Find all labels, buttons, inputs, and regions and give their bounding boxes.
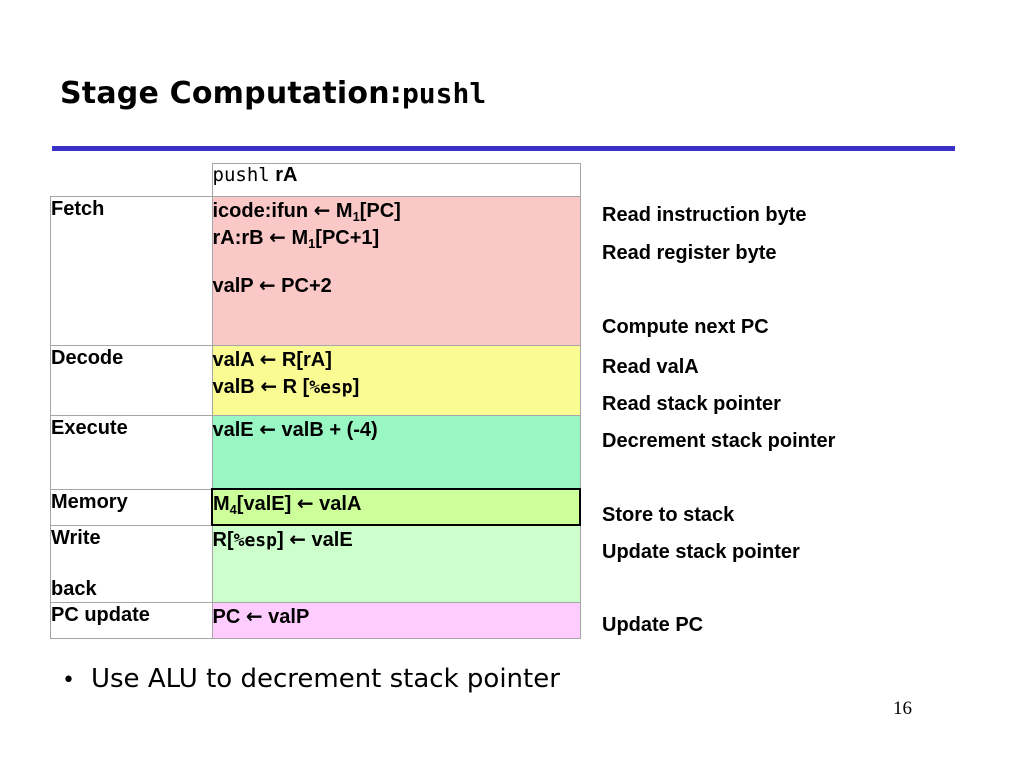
expr-line: PC ← valP xyxy=(212,604,310,629)
expr-line: icode:ifun ← M1[PC] xyxy=(212,198,401,224)
stage-label-pc-update: PC update xyxy=(50,602,213,640)
bullet-marker-icon: • xyxy=(62,668,75,693)
table-row: Execute valE ← valB + (-4) xyxy=(50,415,581,490)
stage-label-fetch: Fetch xyxy=(50,196,213,346)
stage-expr-memory: M4[valE] ← valA xyxy=(211,488,581,526)
table-row: Memory M4[valE] ← valA xyxy=(50,488,581,526)
annotation-read-instruction-byte: Read instruction byte xyxy=(602,204,807,226)
annotation-read-register-byte: Read register byte xyxy=(602,242,777,264)
stage-label-memory: Memory xyxy=(50,488,213,526)
stage-expr-fetch: icode:ifun ← M1[PC] rA:rB ← M1[PC+1] val… xyxy=(211,196,581,346)
expr-line: valA ← R[rA] xyxy=(212,347,332,371)
instruction-header-cell: pushl rA xyxy=(211,163,581,197)
stage-expr-pc-update: PC ← valP xyxy=(211,602,581,640)
page-number: 16 xyxy=(893,698,912,719)
expr-spacer xyxy=(213,252,580,272)
bullet-list-item: • Use ALU to decrement stack pointer xyxy=(62,664,560,694)
page-title-main: Stage Computation: xyxy=(60,76,402,111)
table-row: Fetch icode:ifun ← M1[PC] rA:rB ← M1[PC+… xyxy=(50,196,581,346)
instruction-mnemonic: pushl xyxy=(212,164,270,186)
expr-line: rA:rB ← M1[PC+1] xyxy=(212,225,380,252)
expr-line: valB ← R [%esp] xyxy=(212,374,360,399)
expr-line: valE ← valB + (-4) xyxy=(212,417,378,441)
annotation-decrement-stack-pointer: Decrement stack pointer xyxy=(602,430,836,452)
title-divider-rule xyxy=(52,146,955,151)
page-title-instruction: pushl xyxy=(401,77,487,110)
stage-expr-execute: valE ← valB + (-4) xyxy=(211,415,581,490)
expr-line: M4[valE] ← valA xyxy=(213,491,362,517)
annotation-read-stack-pointer: Read stack pointer xyxy=(602,393,781,415)
table-corner-cell xyxy=(51,164,213,197)
stage-label-execute: Execute xyxy=(50,415,213,490)
stage-computation-table: pushl rA Fetch icode:ifun ← M1[PC] rA:rB… xyxy=(50,163,581,640)
stage-expr-write-back: R[%esp] ← valE xyxy=(211,524,581,604)
page-title: Stage Computation:pushl xyxy=(60,76,486,111)
annotation-compute-next-pc: Compute next PC xyxy=(602,316,769,338)
annotation-update-stack-pointer: Update stack pointer xyxy=(602,541,800,563)
expr-line: valP ← PC+2 xyxy=(212,272,332,297)
expr-line: R[%esp] ← valE xyxy=(212,527,353,551)
annotation-read-vala: Read valA xyxy=(602,356,699,378)
annotation-store-to-stack: Store to stack xyxy=(602,504,735,526)
table-row: Decode valA ← R[rA] valB ← R [%esp] xyxy=(50,345,581,416)
stage-expr-decode: valA ← R[rA] valB ← R [%esp] xyxy=(211,345,581,416)
table-header-row: pushl rA xyxy=(51,163,581,197)
instruction-operand: rA xyxy=(275,164,298,186)
table-row: PC update PC ← valP xyxy=(50,602,581,640)
bullet-text: Use ALU to decrement stack pointer xyxy=(90,664,560,694)
annotation-update-pc: Update PC xyxy=(602,614,704,636)
stage-label-decode: Decode xyxy=(50,345,213,416)
